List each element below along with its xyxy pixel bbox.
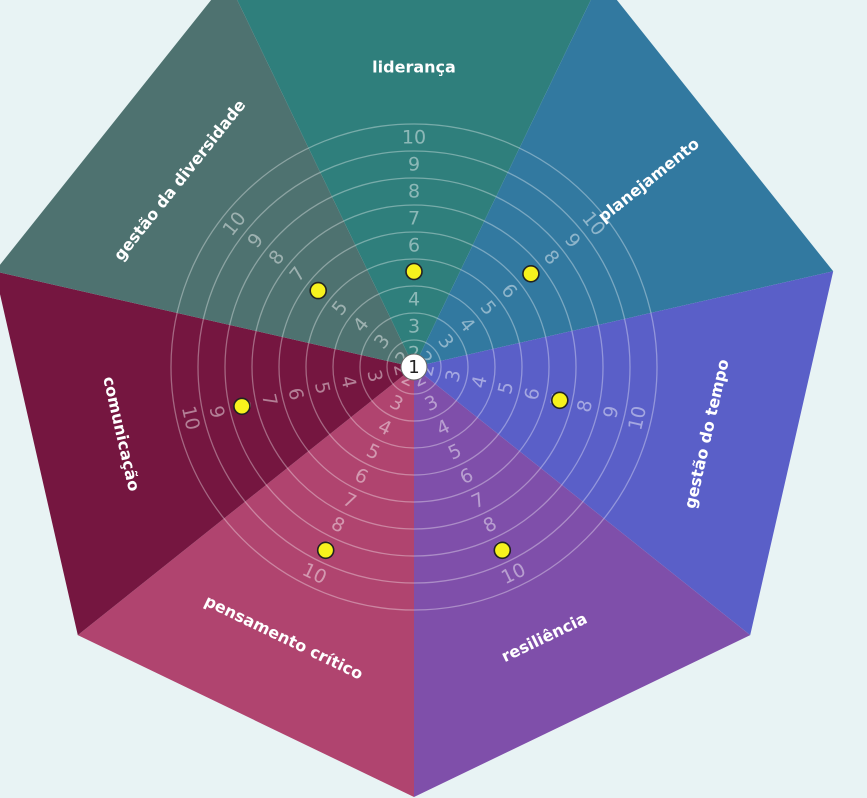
ring-10 xyxy=(170,123,658,611)
marker-planejamento[interactable] xyxy=(522,264,540,283)
scale-number: 5 xyxy=(494,380,518,397)
scale-number: 9 xyxy=(205,404,229,421)
ring-3 xyxy=(359,312,469,422)
scale-number: 8 xyxy=(573,398,597,415)
marker-gestao-da-diversidade[interactable] xyxy=(309,281,328,300)
ring-6 xyxy=(278,231,550,503)
segment-lideranca[interactable] xyxy=(227,0,600,367)
label-lideranca: liderança xyxy=(372,58,456,77)
marker-pensamento-critico[interactable] xyxy=(316,541,335,560)
scale-number: 3 xyxy=(362,368,386,385)
segment-pensamento-critico[interactable] xyxy=(77,367,415,797)
ring-5 xyxy=(305,258,523,476)
ring-7 xyxy=(251,204,577,530)
marker-gestao-do-tempo[interactable] xyxy=(550,391,569,410)
scale-number: 6 xyxy=(520,386,544,403)
scale-number: 4 xyxy=(336,374,360,391)
scale-number: 5 xyxy=(310,380,334,397)
ring-2 xyxy=(386,339,442,395)
scale-number: 6 xyxy=(408,235,420,257)
scale-number: 10 xyxy=(402,127,426,149)
segment-resiliencia[interactable] xyxy=(414,367,751,797)
scale-number: 10 xyxy=(177,404,204,432)
scale-number: 7 xyxy=(408,208,420,230)
marker-resiliencia[interactable] xyxy=(493,541,512,560)
rings-layer xyxy=(170,123,658,611)
ring-4 xyxy=(332,285,496,449)
center-circle xyxy=(400,353,428,381)
segment-gestao-da-diversidade[interactable] xyxy=(0,0,414,367)
scale-number: 8 xyxy=(408,181,420,203)
scale-number: 9 xyxy=(408,154,420,176)
scale-number: 7 xyxy=(257,392,281,409)
markers-layer xyxy=(233,262,569,560)
segment-gestao-do-tempo[interactable] xyxy=(414,271,834,636)
segment-comunicacao[interactable] xyxy=(0,271,414,636)
scale-number: 6 xyxy=(283,386,307,403)
segments-layer xyxy=(0,0,834,797)
marker-lideranca[interactable] xyxy=(405,262,423,281)
segment-planejamento[interactable] xyxy=(414,0,834,367)
scale-number: 9 xyxy=(599,404,623,421)
center-label: 1 xyxy=(408,357,419,378)
scale-number: 4 xyxy=(408,289,420,311)
scale-number: 3 xyxy=(441,368,465,385)
center-hub: 1 xyxy=(400,353,428,381)
marker-comunicacao[interactable] xyxy=(233,397,251,416)
scale-number: 10 xyxy=(624,404,651,432)
scale-number: 3 xyxy=(408,316,420,338)
scale-number: 4 xyxy=(468,374,492,391)
ring-8 xyxy=(224,177,604,557)
ring-9 xyxy=(197,150,631,584)
